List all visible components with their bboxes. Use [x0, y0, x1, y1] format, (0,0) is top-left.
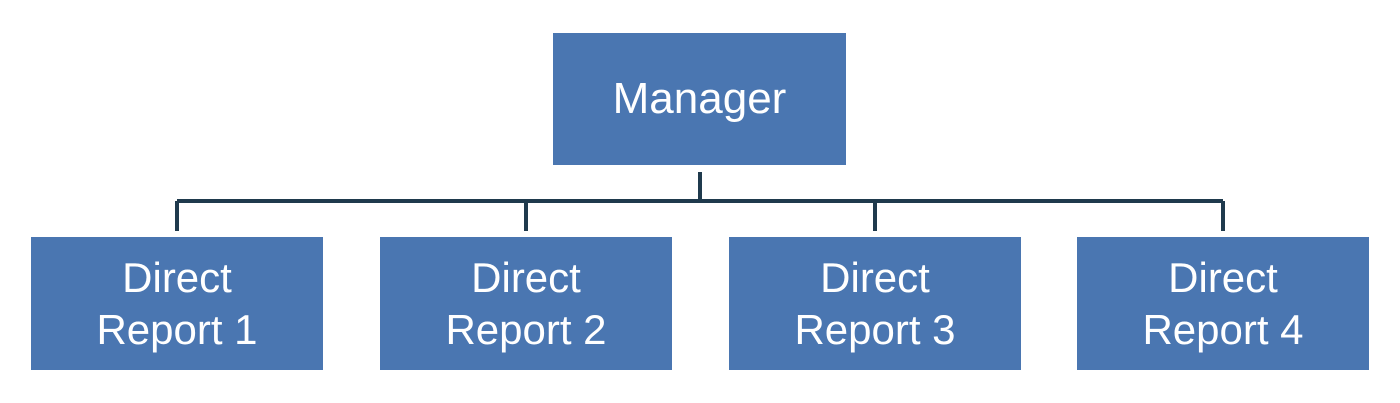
direct-report-1-line1: Direct — [122, 254, 232, 302]
direct-report-3-box: Direct Report 3 — [729, 237, 1021, 370]
direct-report-1-box: Direct Report 1 — [31, 237, 323, 370]
direct-report-2-line1: Direct — [471, 254, 581, 302]
direct-report-3-line1: Direct — [820, 254, 930, 302]
direct-report-4-line1: Direct — [1168, 254, 1278, 302]
direct-report-1-line2: Report 1 — [96, 305, 258, 353]
direct-report-4-box: Direct Report 4 — [1077, 237, 1369, 370]
manager-label: Manager — [612, 74, 787, 124]
direct-report-4-line2: Report 4 — [1142, 305, 1304, 353]
manager-box: Manager — [553, 33, 846, 165]
direct-report-2-line2: Report 2 — [445, 305, 607, 353]
direct-report-3-line2: Report 3 — [794, 305, 956, 353]
direct-report-2-box: Direct Report 2 — [380, 237, 672, 370]
